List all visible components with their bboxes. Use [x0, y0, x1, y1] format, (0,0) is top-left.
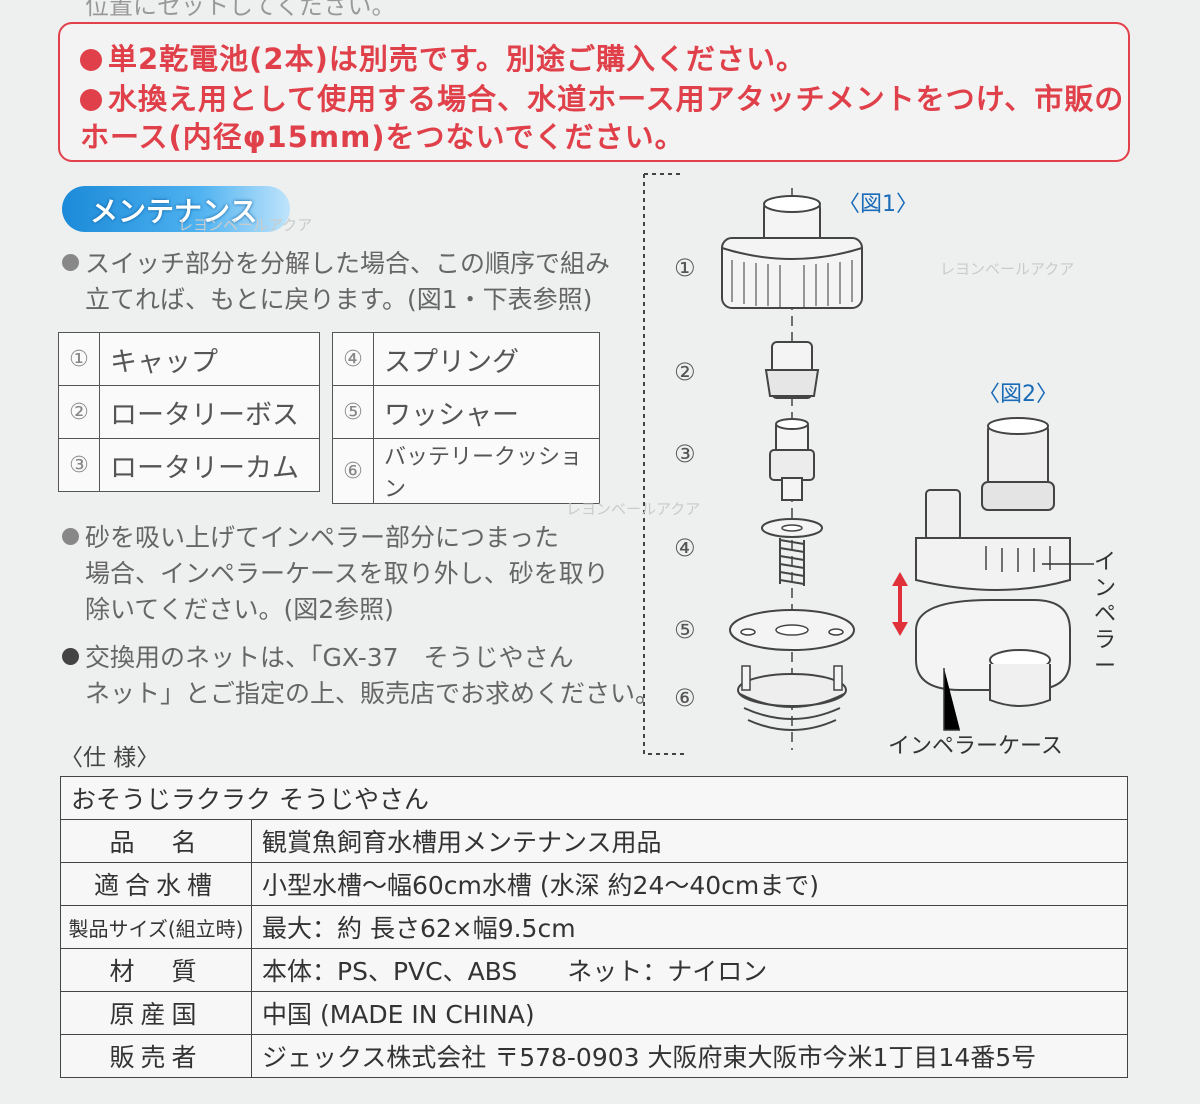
cut-off-text: 位置にセットしてください。 [85, 0, 396, 20]
sand-paragraph: 砂を吸い上げてインペラー部分につまった 場合、インペラーケースを取り外し、砂を取… [62, 520, 609, 628]
impeller-label: インペラー [1094, 550, 1117, 679]
figure-number: ⑥ [674, 684, 696, 712]
table-row: 品 名観賞魚飼育水槽用メンテナンス用品 [60, 819, 1128, 863]
impeller-case-label: インペラーケース [888, 734, 1063, 759]
bullet-icon [80, 89, 102, 111]
table-row: 製品サイズ(組立時)最大：約 長さ62×幅9.5cm [60, 905, 1128, 949]
spec-table: おそうじラクラク そうじやさん 品 名観賞魚飼育水槽用メンテナンス用品 適合水槽… [60, 776, 1128, 1078]
net-paragraph: 交換用のネットは、「GX-37 そうじやさん ネット」とご指定の上、販売店でお求… [62, 640, 660, 712]
assembly-diagram [643, 173, 1094, 755]
rotary-boss-part [764, 341, 820, 399]
table-row: 原産国中国 (MADE IN CHINA) [60, 991, 1128, 1035]
impeller-case [915, 599, 1071, 707]
spring-part [761, 518, 823, 586]
watermark: レヨンベールアクア [566, 500, 701, 518]
impeller-housing [915, 417, 1071, 591]
figure-number: ③ [674, 440, 696, 468]
bullet-icon [80, 49, 102, 71]
battery-cushion-part [737, 665, 847, 731]
figure-number: ④ [674, 534, 696, 562]
intro-paragraph: スイッチ部分を分解した場合、この順序で組み 立てれば、もとに戻ります。(図1・下… [62, 246, 610, 318]
bullet-icon [62, 254, 79, 271]
spec-heading: 〈仕 様〉 [60, 745, 160, 771]
maintenance-badge: メンテナンス [62, 186, 290, 232]
bullet-icon [62, 528, 79, 545]
table-row: 適合水槽小型水槽〜幅60cm水槽 (水深 約24〜40cmまで) [60, 862, 1128, 906]
table-row: 販売者ジェックス株式会社 〒578-0903 大阪府東大阪市今米1丁目14番5号 [60, 1034, 1128, 1078]
figure-number: ① [674, 254, 696, 282]
warning-line-3: ホース(内径φ15mm)をつないでください。 [80, 120, 685, 154]
washer-part [729, 609, 855, 651]
red-arrow [892, 572, 908, 636]
warning-line-2: 水換え用として使用する場合、水道ホース用アタッチメントをつけ、市販の [80, 76, 1124, 118]
figure-number: ⑤ [674, 616, 696, 644]
table-row: 材 質本体：PS、PVC、ABS ネット：ナイロン [60, 948, 1128, 992]
watermark: レヨンベールアクア [940, 260, 1075, 278]
rotary-cam-part [769, 418, 815, 501]
figure-2-label: 〈図2〉 [978, 382, 1058, 407]
warning-box: 単2乾電池(2本)は別売です。別途ご購入ください。 水換え用として使用する場合、… [58, 22, 1130, 162]
warning-line-1: 単2乾電池(2本)は別売です。別途ご購入ください。 [80, 36, 806, 78]
figure-number: ② [674, 358, 696, 386]
bullet-icon [62, 648, 79, 665]
table-row: おそうじラクラク そうじやさん [60, 776, 1128, 820]
figure-1-label: 〈図1〉 [838, 192, 918, 217]
watermark: レヨンベールアクア [178, 216, 313, 234]
cap-part [721, 195, 863, 309]
